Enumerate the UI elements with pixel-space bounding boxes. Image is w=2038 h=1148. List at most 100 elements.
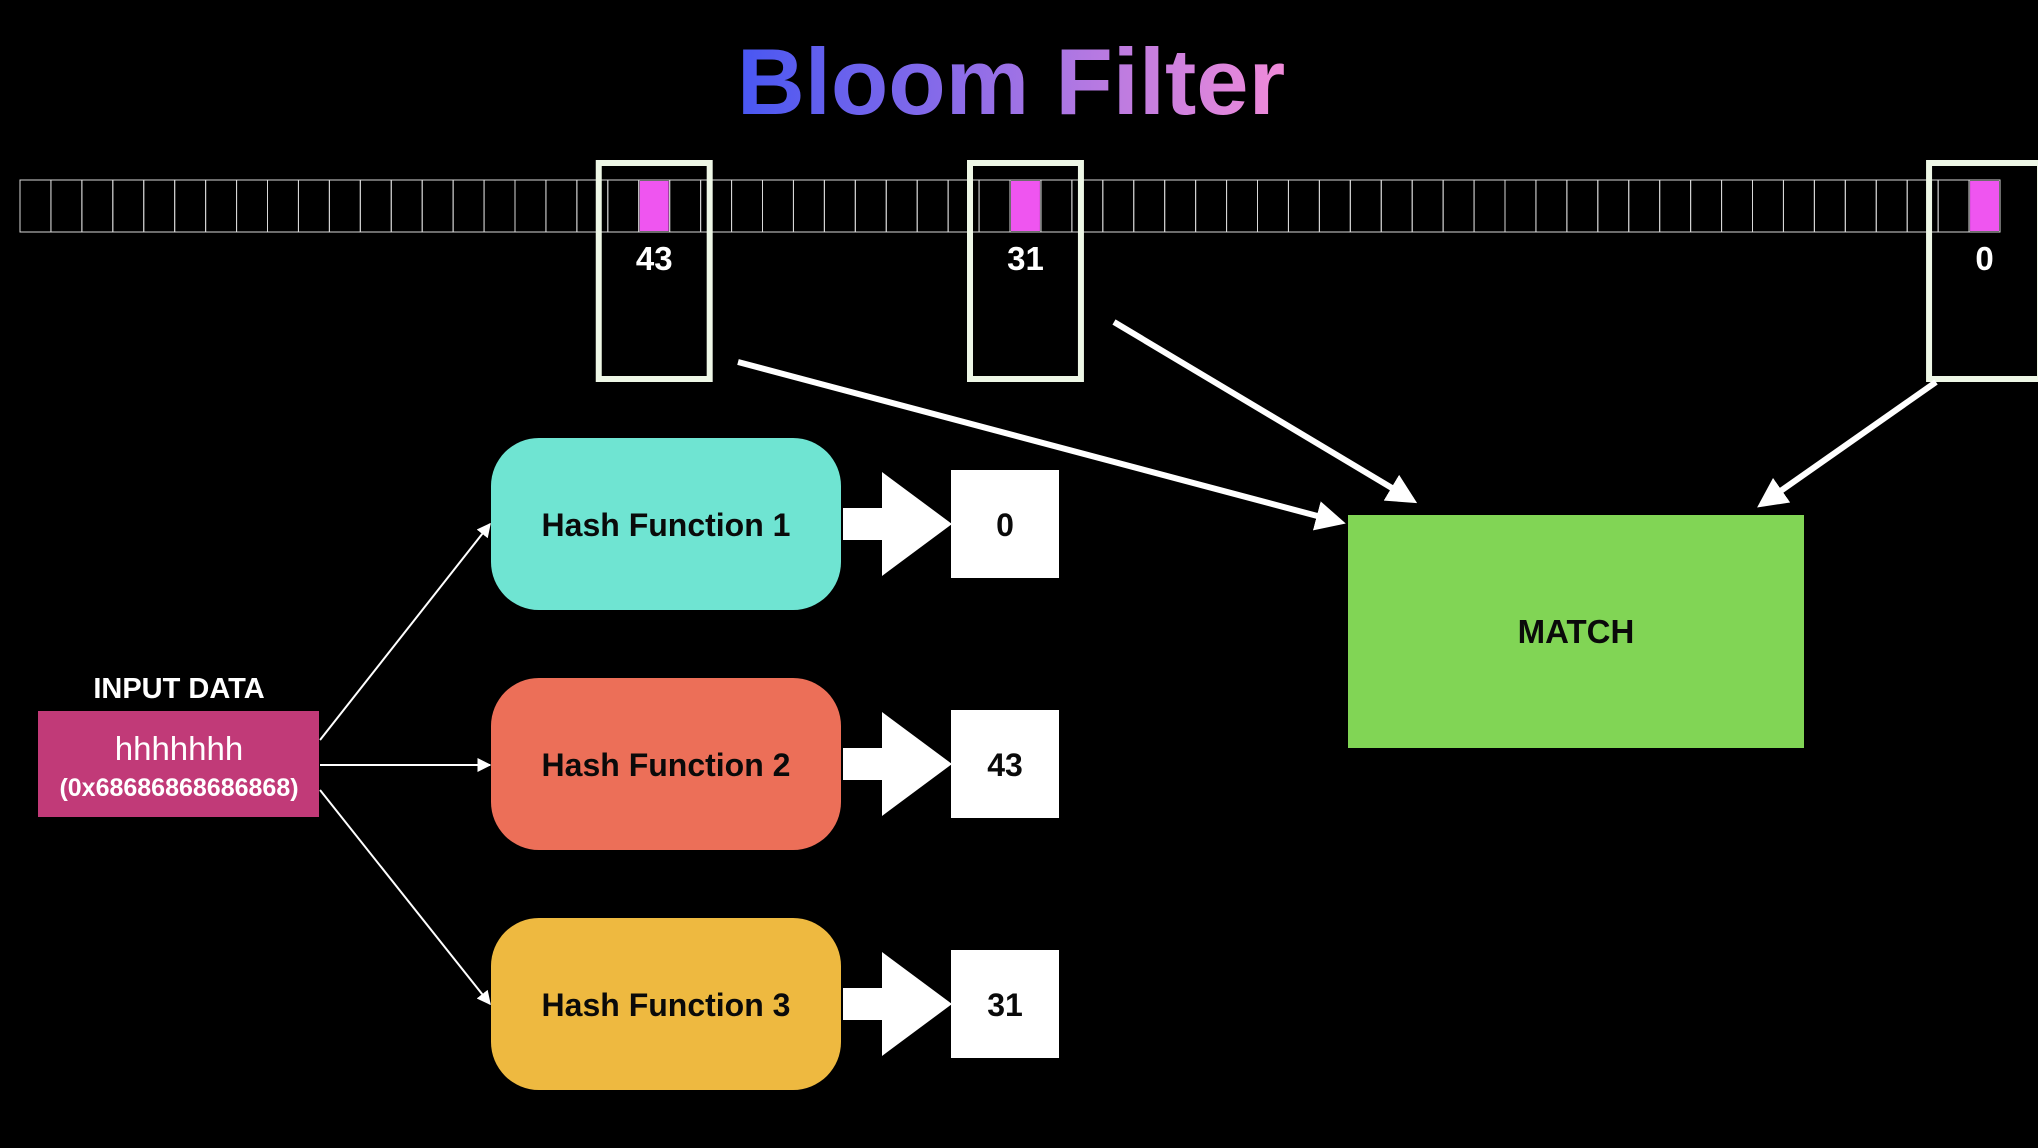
bit-cell [236, 179, 268, 233]
set-bit-43 [639, 181, 669, 231]
arrow-input-to-hash3 [319, 789, 491, 1006]
bit-cell [1164, 179, 1197, 233]
bit-cell [514, 179, 547, 233]
bit-cell [669, 179, 702, 233]
hash-function-3-output-arrow [843, 952, 952, 1056]
bit-cell [1504, 179, 1537, 233]
bit-cell [854, 179, 887, 233]
bit-cell [1721, 179, 1754, 233]
bit-cell [762, 179, 794, 233]
bit-cell [1782, 179, 1815, 233]
bit-cell [916, 179, 949, 233]
bit-cell [143, 179, 176, 233]
match-label: MATCH [1518, 613, 1635, 650]
hash-function-2-output-box [951, 710, 1059, 818]
bit-cell [978, 179, 1011, 233]
bit-cell [1628, 179, 1661, 233]
hash-function-1-output-box [951, 470, 1059, 578]
hash-function-1-label: Hash Function 1 [542, 507, 791, 543]
hash-function-2-box [491, 678, 841, 850]
bit-cell [1133, 179, 1166, 233]
bit-array [19, 179, 2001, 233]
input-heading: INPUT DATA [93, 673, 264, 705]
bit-cell [885, 179, 918, 233]
bit-cell [1906, 179, 1939, 233]
bit-cell [1844, 179, 1877, 233]
bit-cell [731, 179, 763, 233]
set-bit-label-0: 0 [1975, 240, 1993, 277]
hash-function-3-output: 31 [987, 987, 1023, 1023]
bit-cell [81, 179, 114, 233]
hash-function-3-box [491, 918, 841, 1090]
bit-cell [297, 179, 330, 233]
hash-function-2-output: 43 [987, 747, 1023, 783]
match-result: MATCH [1348, 515, 1804, 748]
set-bit-0 [1970, 181, 1999, 231]
bit-cell [174, 179, 207, 233]
hash-function-2-output-arrow [843, 712, 952, 816]
input-data: INPUT DATA hhhhhhh (0x68686868686868) [38, 673, 319, 817]
bit-cell [1937, 179, 1970, 233]
input-box [38, 711, 319, 817]
diagram-title: Bloom Filter [737, 29, 1285, 134]
bit-cell [1287, 179, 1320, 233]
hash-function-3-output-box [951, 950, 1059, 1058]
bit-cell [1102, 179, 1135, 233]
arrow-frame-0-to-match [1757, 379, 1938, 508]
bit-cell [328, 179, 361, 233]
frame-to-match-arrows [737, 319, 1938, 531]
bit-cell [1040, 179, 1073, 233]
bit-cell [947, 179, 980, 233]
bit-cell [1752, 179, 1784, 233]
bit-cell [1690, 179, 1723, 233]
match-box [1348, 515, 1804, 748]
set-bit-31 [1011, 181, 1040, 231]
bit-cell [1349, 179, 1382, 233]
arrow-frame-43-to-match [737, 359, 1346, 531]
bit-cell [1195, 179, 1228, 233]
bit-cell [1659, 179, 1692, 233]
bit-cell [576, 179, 609, 233]
bit-cell [792, 179, 825, 233]
bit-cell [452, 179, 485, 233]
bit-cell [359, 179, 392, 233]
bit-cell [700, 179, 733, 233]
arrow-input-to-hash1 [319, 522, 491, 741]
hash-function-2: Hash Function 2 43 [491, 678, 1059, 850]
hash-function-1-output-arrow [843, 472, 952, 576]
hash-function-1-output: 0 [996, 507, 1014, 543]
bit-cell [50, 179, 83, 233]
input-value: hhhhhhh [115, 730, 243, 767]
set-bit-frame-43 [595, 160, 713, 382]
bit-cell [1968, 179, 2001, 233]
hash-function-3-label: Hash Function 3 [542, 987, 791, 1023]
bit-cell [1442, 179, 1475, 233]
bit-cell [1257, 179, 1289, 233]
arrow-frame-31-to-match [1112, 319, 1418, 504]
bit-cell [1380, 179, 1413, 233]
set-bit-frame-31 [967, 160, 1084, 382]
bit-cell [267, 179, 299, 233]
bit-cell [1071, 179, 1104, 233]
hash-function-2-label: Hash Function 2 [542, 747, 791, 783]
bit-cell [1597, 179, 1630, 233]
bit-cell [823, 179, 856, 233]
bit-cell [545, 179, 578, 233]
bit-cell [1535, 179, 1568, 233]
bit-cell [112, 179, 145, 233]
bit-cell [19, 179, 52, 233]
bit-cell [1566, 179, 1599, 233]
hash-function-1: Hash Function 1 0 [491, 438, 1059, 610]
bit-cell [1411, 179, 1444, 233]
bit-cell [205, 179, 238, 233]
bit-cell [1226, 179, 1259, 233]
bit-cell [1813, 179, 1846, 233]
bit-cell [390, 179, 423, 233]
input-hex: (0x68686868686868) [59, 774, 298, 802]
bit-cell [1318, 179, 1351, 233]
bit-cell [607, 179, 640, 233]
hash-function-3: Hash Function 3 31 [491, 918, 1059, 1090]
set-bit-frame-0 [1926, 160, 2038, 382]
